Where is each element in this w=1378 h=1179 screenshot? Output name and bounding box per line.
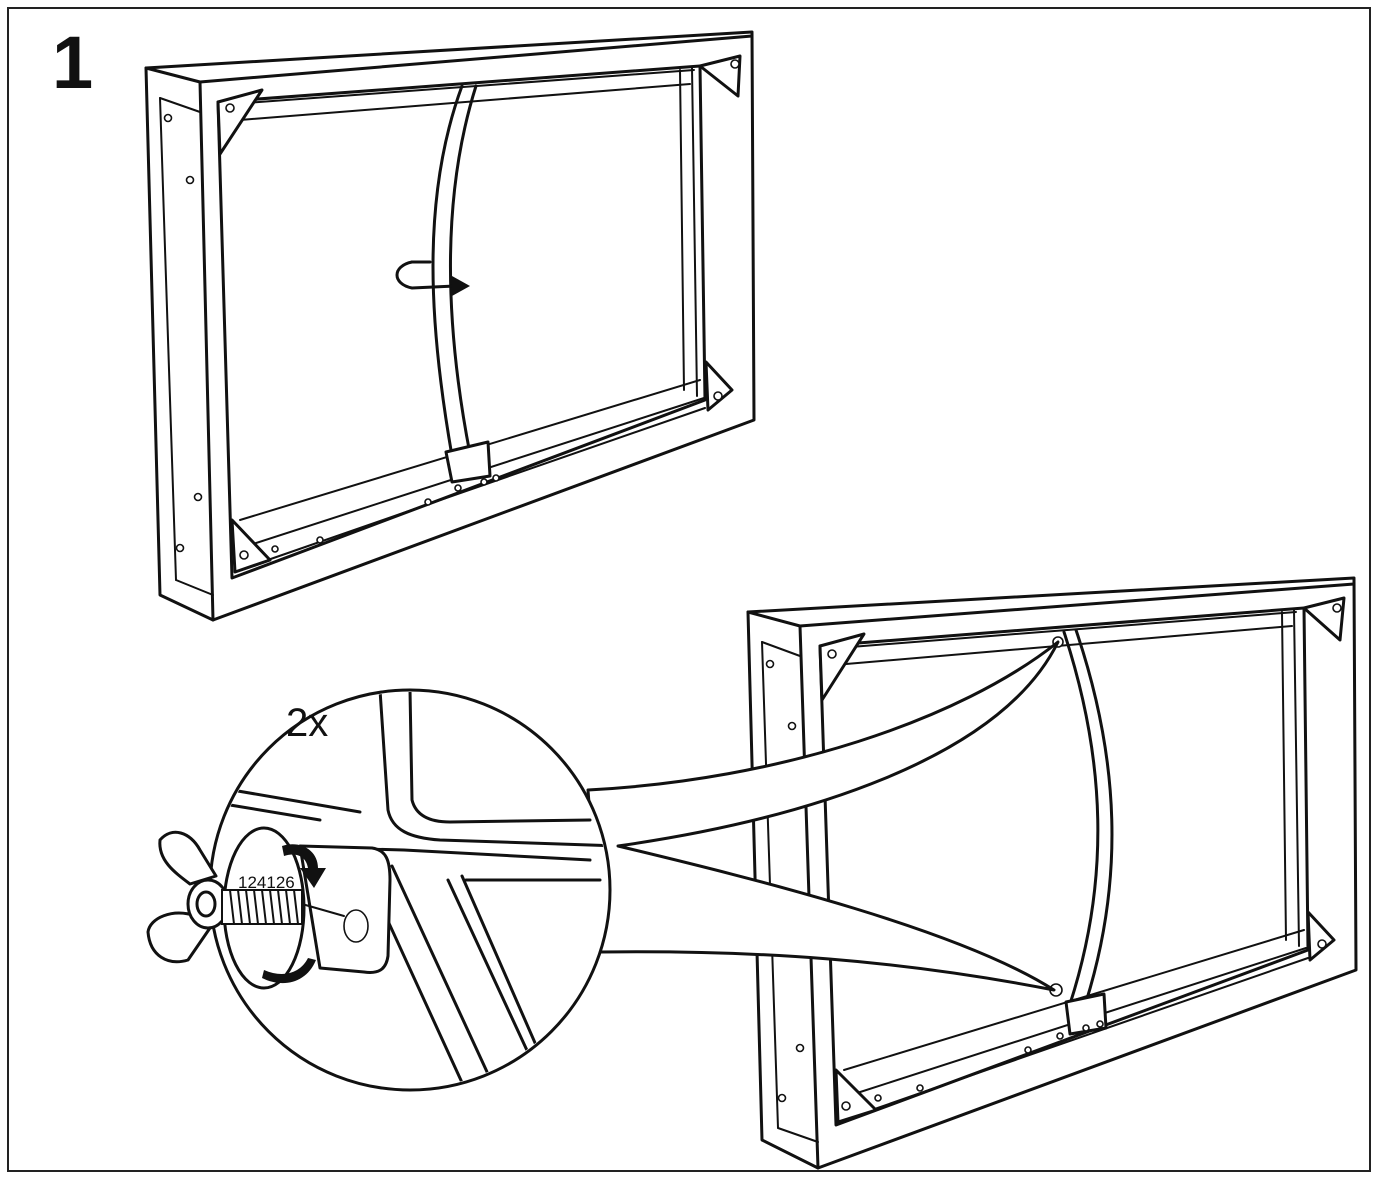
part-number-label: 124126 bbox=[238, 873, 295, 892]
step-number: 1 bbox=[52, 21, 93, 104]
detail-callout: 2x 124126 bbox=[146, 640, 1060, 1092]
page-border bbox=[7, 7, 1371, 1172]
quantity-label: 2x bbox=[286, 701, 328, 745]
frame-top bbox=[144, 30, 756, 622]
tighten-arrow-icon bbox=[262, 844, 326, 984]
rotate-arrow-icon bbox=[395, 260, 470, 296]
frame-bottom bbox=[746, 576, 1358, 1170]
threaded-bolt bbox=[221, 889, 345, 925]
